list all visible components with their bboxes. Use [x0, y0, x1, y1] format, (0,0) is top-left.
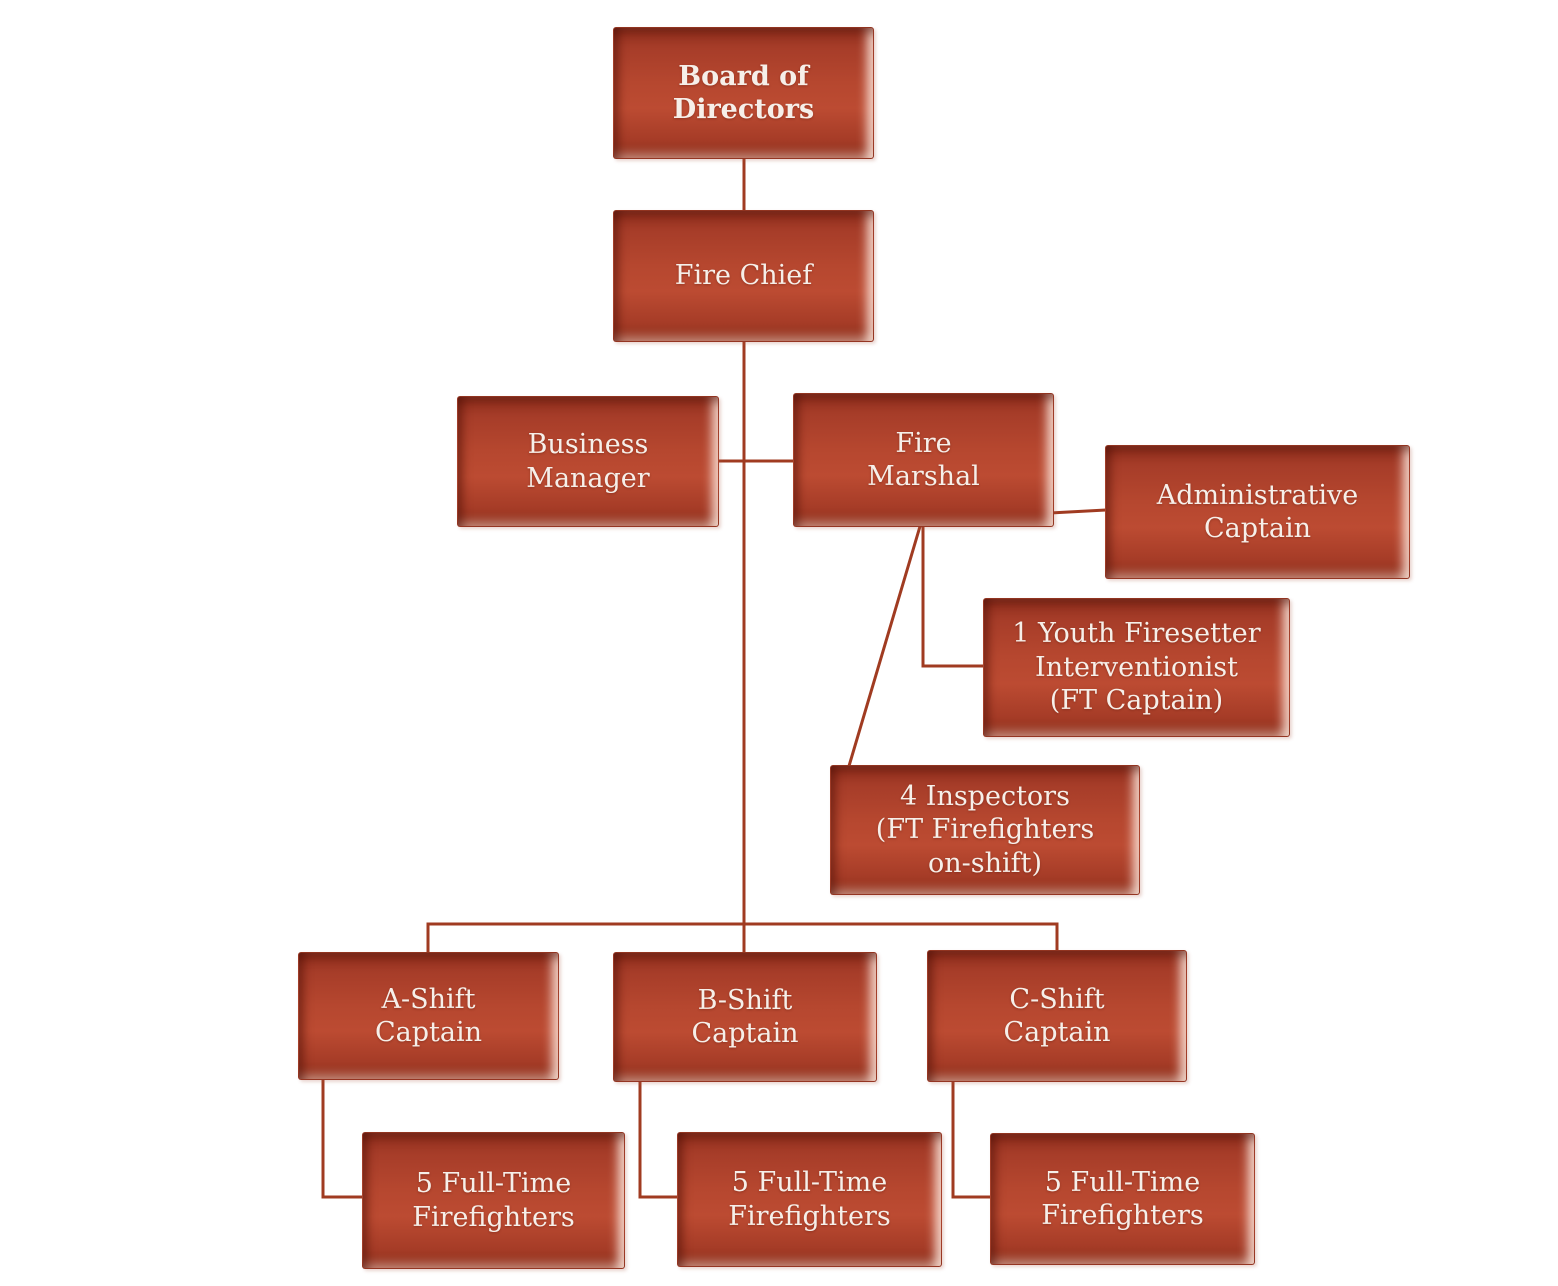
connector-cshift-to-ffc [951, 1079, 991, 1199]
connector-shift-bus [426, 922, 1059, 953]
connector-ashift-to-ffa [321, 1077, 363, 1199]
node-fire-marshal-label: Fire Marshal [867, 427, 980, 492]
node-b-shift-firefighters-label: 5 Full-Time Firefighters [728, 1167, 891, 1232]
node-a-shift-captain-label: A-Shift Captain [374, 983, 482, 1048]
node-business-manager: Business Manager [457, 396, 719, 527]
node-c-shift-captain: C-Shift Captain [927, 950, 1187, 1082]
node-administrative-captain-label: Administrative Captain [1156, 479, 1359, 544]
node-fire-marshal: Fire Marshal [793, 393, 1054, 527]
node-a-shift-firefighters-label: 5 Full-Time Firefighters [412, 1168, 575, 1233]
node-a-shift-firefighters: 5 Full-Time Firefighters [362, 1132, 625, 1269]
connector-marshal-to-youth [921, 523, 984, 668]
connector-marshal-to-inspectors [847, 522, 923, 767]
node-b-shift-captain: B-Shift Captain [613, 952, 877, 1082]
node-board-of-directors: Board of Directors [613, 27, 874, 159]
node-youth-firesetter-interventionist-label: 1 Youth Firesetter Interventionist (FT C… [1012, 618, 1261, 717]
node-fire-chief-label: Fire Chief [674, 260, 813, 292]
node-fire-chief: Fire Chief [613, 210, 874, 342]
connector-bshift-to-ffb [638, 1079, 678, 1199]
node-b-shift-firefighters: 5 Full-Time Firefighters [677, 1132, 942, 1267]
node-youth-firesetter-interventionist: 1 Youth Firesetter Interventionist (FT C… [983, 598, 1290, 737]
node-c-shift-firefighters-label: 5 Full-Time Firefighters [1041, 1166, 1204, 1231]
node-inspectors: 4 Inspectors (FT Firefighters on-shift) [830, 765, 1140, 895]
node-administrative-captain: Administrative Captain [1105, 445, 1410, 579]
node-a-shift-captain: A-Shift Captain [298, 952, 559, 1080]
node-board-of-directors-label: Board of Directors [672, 60, 815, 125]
node-b-shift-captain-label: B-Shift Captain [691, 984, 799, 1049]
node-inspectors-label: 4 Inspectors (FT Firefighters on-shift) [875, 780, 1095, 879]
connector-marshal-to-admincap [1049, 508, 1107, 515]
node-c-shift-firefighters: 5 Full-Time Firefighters [990, 1133, 1255, 1265]
node-business-manager-label: Business Manager [526, 429, 650, 494]
node-c-shift-captain-label: C-Shift Captain [1003, 983, 1111, 1048]
